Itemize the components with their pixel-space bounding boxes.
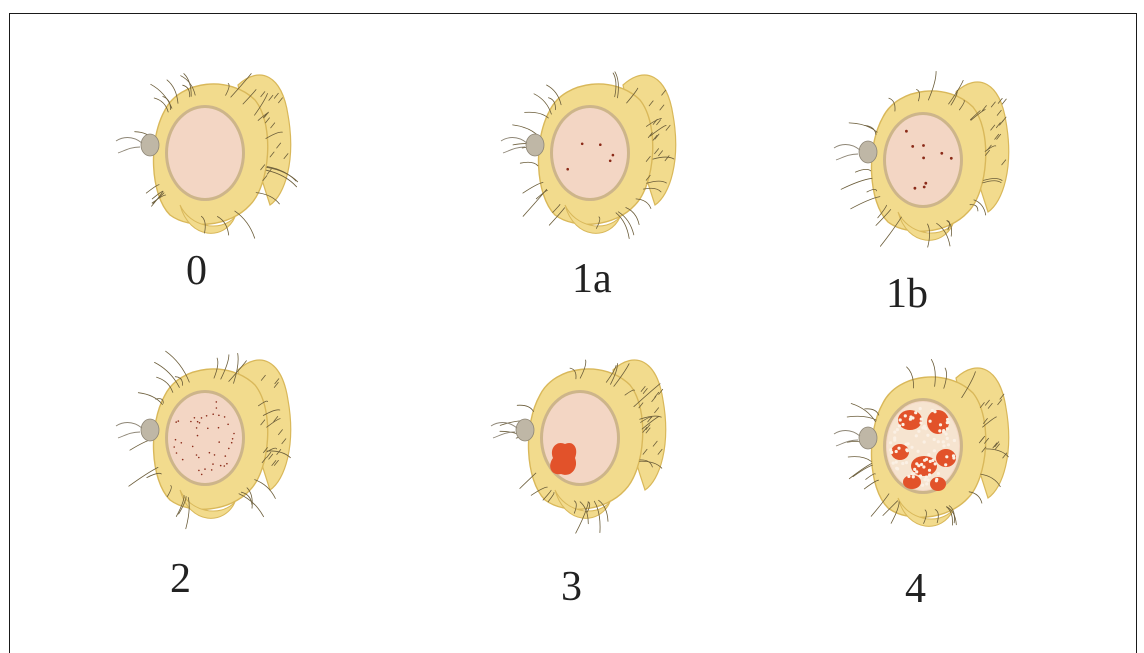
fly-head-3: [485, 340, 685, 540]
antenna: [834, 427, 877, 449]
panel-label-3: 3: [561, 566, 582, 608]
fly-head-1b: [828, 62, 1028, 262]
fly-head-4: [828, 348, 1028, 548]
antenna: [834, 141, 877, 163]
panel-label-4: 4: [905, 568, 926, 610]
fly-head-0: [110, 55, 310, 255]
antenna: [116, 419, 159, 441]
pigment-pattern: [550, 443, 576, 475]
fly-head-illustration: [110, 340, 310, 540]
fly-head-illustration: [828, 348, 1028, 548]
fly-head-1a: [495, 55, 695, 255]
fly-head-illustration: [828, 62, 1028, 262]
panel-label-1a: 1a: [572, 258, 612, 300]
panel-label-0: 0: [186, 250, 207, 292]
fly-head-illustration: [110, 55, 310, 255]
fly-head-2: [110, 340, 310, 540]
antenna: [116, 134, 159, 156]
antenna: [501, 134, 544, 156]
panel-label-2: 2: [170, 558, 191, 600]
fly-head-illustration: [485, 340, 685, 540]
fly-head-illustration: [495, 55, 695, 255]
panel-label-1b: 1b: [886, 273, 928, 315]
